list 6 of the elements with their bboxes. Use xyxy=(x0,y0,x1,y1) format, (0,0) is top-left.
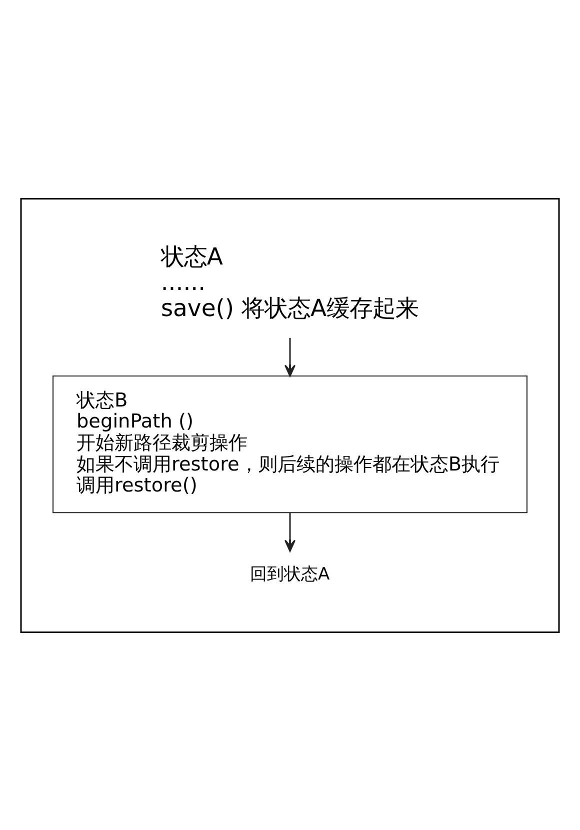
cluster xyxy=(20,198,560,632)
arrow xyxy=(284,512,296,552)
arrow xyxy=(284,337,296,376)
node-text: 状态A ...... save() 将状态A缓存起来 xyxy=(160,242,419,322)
node-box: 状态B beginPath () 开始新路径裁剪操作 如果不调用restore，则后续的操作都在状态B执行 调用restore() xyxy=(52,374,528,513)
node-text: 回到状态A xyxy=(250,564,330,584)
